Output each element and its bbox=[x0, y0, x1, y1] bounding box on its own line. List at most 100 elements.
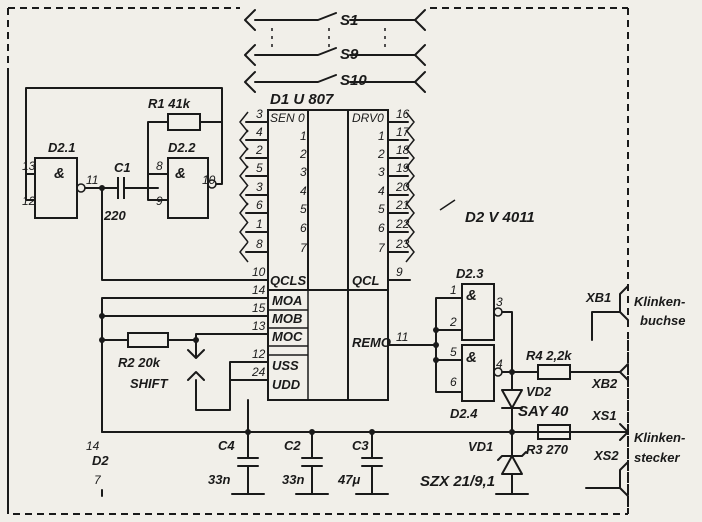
d2-2-pin10: 10 bbox=[202, 173, 216, 187]
d1-lpin-4: 5 bbox=[256, 161, 263, 175]
d2-1-amp: & bbox=[54, 165, 65, 182]
d1-left-pins: 3 4 2 5 3 6 1 8 1 2 3 4 5 6 7 bbox=[239, 107, 308, 263]
switch-s1-label: S1 bbox=[340, 12, 358, 29]
vd2-part: SAY 40 bbox=[518, 403, 569, 420]
d2-2-pin8: 8 bbox=[156, 159, 163, 173]
d2-4-pin6: 6 bbox=[450, 375, 457, 389]
d1-sen-1: 1 bbox=[300, 129, 307, 143]
d2-3-pin2: 2 bbox=[449, 315, 457, 329]
d1-drv-7: 7 bbox=[378, 241, 386, 255]
d2-3-label: D2.3 bbox=[456, 266, 484, 281]
d1-moc: MOC bbox=[272, 329, 303, 344]
d1-qcls: QCLS bbox=[270, 273, 306, 288]
r2-label: R2 20k bbox=[118, 355, 161, 370]
d1-drv-3: 3 bbox=[378, 165, 385, 179]
d2-title: D2 V 4011 bbox=[465, 209, 535, 226]
d1-rpin-23: 23 bbox=[395, 237, 410, 251]
d1-sen-3: 3 bbox=[300, 165, 307, 179]
d1-lpin-8: 8 bbox=[256, 237, 263, 251]
switch-s9-label: S9 bbox=[340, 46, 359, 63]
ic-d1: D1 U 807 SEN 0 DRV0 QCLS QCL MOA MOB MOC… bbox=[267, 91, 391, 401]
d2-4-pin4: 4 bbox=[496, 357, 503, 371]
d1-udd: UDD bbox=[272, 377, 301, 392]
d1-lpin-1: 3 bbox=[256, 107, 263, 121]
d1-uss: USS bbox=[272, 358, 299, 373]
shift-label: SHIFT bbox=[130, 376, 169, 391]
d1-mob: MOB bbox=[272, 311, 302, 326]
d1-pin-13: 13 bbox=[252, 319, 266, 333]
d1-sen-5: 5 bbox=[300, 202, 307, 216]
d1-right-pins: 1 2 3 4 5 6 7 16 17 18 19 20 21 22 23 bbox=[377, 107, 415, 263]
xs-desc-1: Klinken- bbox=[634, 430, 685, 445]
d2-2-label: D2.2 bbox=[168, 140, 196, 155]
d2-1-label: D2.1 bbox=[48, 140, 75, 155]
d2-pwr-pin7: 7 bbox=[94, 473, 102, 487]
switch-bank: S1 S9 S10 bbox=[244, 9, 426, 93]
d1-drv-6: 6 bbox=[378, 221, 385, 235]
d1-rpin-20: 20 bbox=[395, 180, 410, 194]
d1-pin-14: 14 bbox=[252, 283, 266, 297]
c3-label: C3 bbox=[352, 438, 369, 453]
vd1-label: VD1 bbox=[468, 439, 493, 454]
d1-pin-10: 10 bbox=[252, 265, 266, 279]
d2-1-pin13: 13 bbox=[22, 159, 36, 173]
d1-rpin-21: 21 bbox=[395, 198, 409, 212]
d2-pwr-label: D2 bbox=[92, 453, 109, 468]
xb1-label: XB1 bbox=[585, 290, 611, 305]
oscillator-section: D2.1 & 13 12 11 C1 220 R1 41k D2.2 & 8 9… bbox=[22, 87, 249, 281]
xb1-desc-2: buchse bbox=[640, 313, 686, 328]
c2-value: 33n bbox=[282, 472, 304, 487]
d1-lpin-2: 4 bbox=[256, 125, 263, 139]
c4-label: C4 bbox=[218, 438, 235, 453]
enclosure-border bbox=[7, 7, 629, 515]
d1-drv-2: 2 bbox=[377, 147, 385, 161]
d1-remo: REMO bbox=[352, 335, 391, 350]
d2-4-pin5: 5 bbox=[450, 345, 457, 359]
d2-4-amp: & bbox=[466, 349, 477, 366]
d2-3-pin1: 1 bbox=[450, 283, 457, 297]
d1-title: D1 U 807 bbox=[270, 91, 334, 108]
r1-label: R1 41k bbox=[148, 96, 191, 111]
xb2-label: XB2 bbox=[591, 376, 618, 391]
output-gates: D2.3 & 1 2 3 & 5 6 4 D2.4 bbox=[409, 266, 515, 421]
d1-sen0: SEN 0 bbox=[270, 111, 305, 125]
d1-pin-12: 12 bbox=[252, 347, 266, 361]
d1-moa: MOA bbox=[272, 293, 302, 308]
d1-pin-24: 24 bbox=[251, 365, 266, 379]
switch-s10-label: S10 bbox=[340, 72, 367, 89]
d1-drv-4: 4 bbox=[378, 184, 385, 198]
d1-qcl: QCL bbox=[352, 273, 380, 288]
d1-drv0: DRV0 bbox=[352, 111, 384, 125]
d1-sen-6: 6 bbox=[300, 221, 307, 235]
d1-pin-15: 15 bbox=[252, 301, 266, 315]
xs1-label: XS1 bbox=[591, 408, 617, 423]
d1-pin-11: 11 bbox=[396, 330, 408, 344]
d1-rpin-18: 18 bbox=[396, 143, 410, 157]
d2-4-label: D2.4 bbox=[450, 406, 478, 421]
d2-2-pin9: 9 bbox=[156, 194, 163, 208]
output-network: R4 2,2k VD2 SAY 40 VD1 SZX 21/9,1 R3 270 bbox=[420, 348, 611, 495]
d1-lpin-7: 1 bbox=[256, 217, 263, 231]
d2-2-amp: & bbox=[175, 165, 186, 182]
d1-function-pins: 10 9 14 15 13 11 12 24 bbox=[247, 265, 411, 381]
d2-pwr-pin14: 14 bbox=[86, 439, 100, 453]
xs-desc-2: stecker bbox=[634, 450, 680, 465]
c3-value: 47μ bbox=[337, 472, 360, 487]
d1-rpin-16: 16 bbox=[396, 107, 410, 121]
d1-sen-7: 7 bbox=[300, 241, 308, 255]
r3-label: R3 270 bbox=[526, 442, 569, 457]
d2-3-amp: & bbox=[466, 287, 477, 304]
d1-rpin-22: 22 bbox=[395, 217, 410, 231]
d1-lpin-3: 2 bbox=[255, 143, 263, 157]
c2-label: C2 bbox=[284, 438, 301, 453]
d1-rpin-19: 19 bbox=[396, 161, 410, 175]
vd2-label: VD2 bbox=[526, 384, 552, 399]
d1-drv-5: 5 bbox=[378, 202, 385, 216]
d2-1-pin11: 11 bbox=[86, 173, 98, 187]
vd1-part: SZX 21/9,1 bbox=[420, 473, 495, 490]
d1-rpin-17: 17 bbox=[396, 125, 411, 139]
xs2-label: XS2 bbox=[593, 448, 619, 463]
d2-3-pin3: 3 bbox=[496, 295, 503, 309]
r4-label: R4 2,2k bbox=[526, 348, 572, 363]
